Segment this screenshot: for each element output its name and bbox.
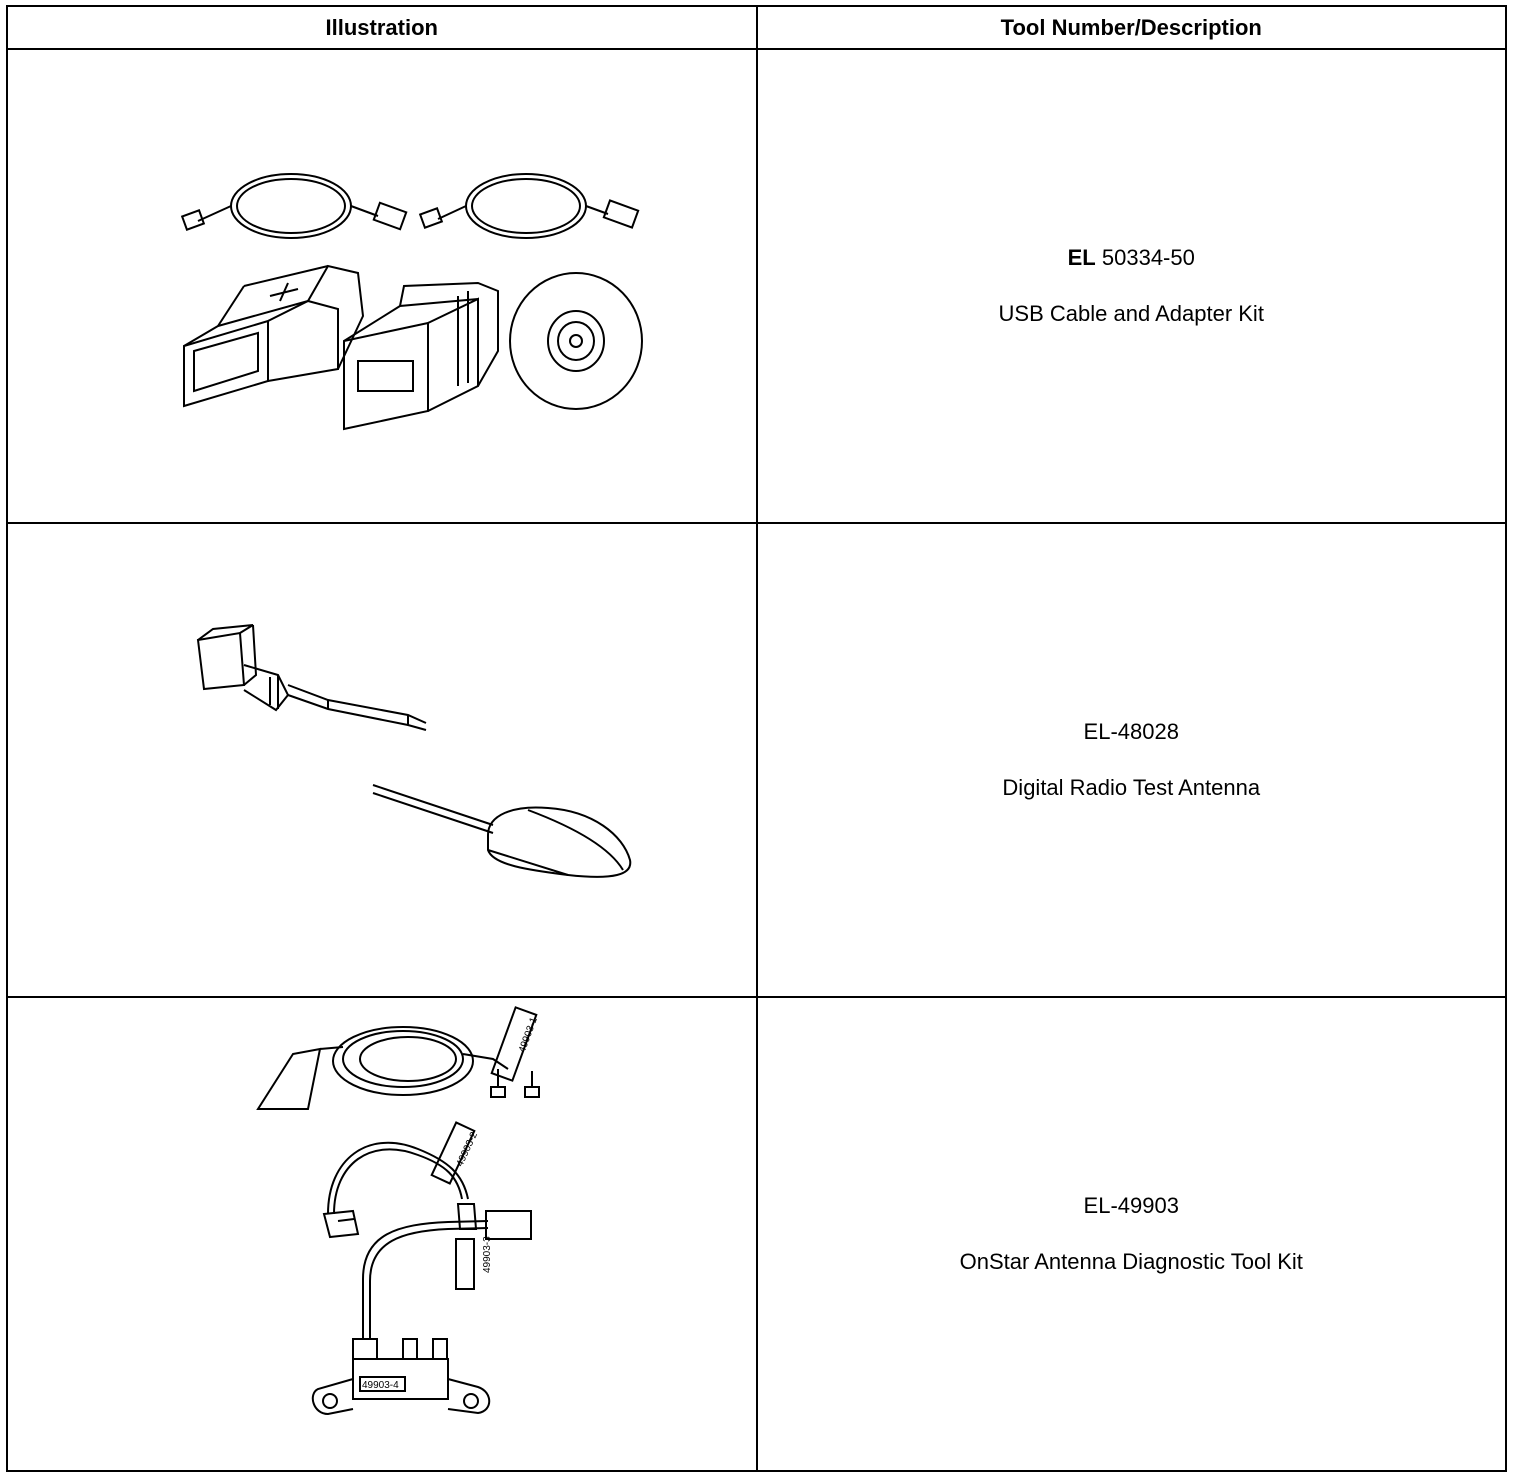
special-tools-table: Illustration Tool Number/Description [6, 5, 1507, 1472]
part-label: 49903-1 [517, 1016, 540, 1055]
table-header-row: Illustration Tool Number/Description [6, 5, 1507, 50]
tool-description: Digital Radio Test Antenna [1002, 775, 1261, 800]
illustration-cell [6, 522, 758, 998]
tool-description-cell: EL-49903 OnStar Antenna Diagnostic Tool … [755, 996, 1507, 1472]
part-label: 49903-4 [362, 1380, 399, 1391]
tool-description: OnStar Antenna Diagnostic Tool Kit [959, 1249, 1303, 1274]
table-row: EL-48028 Digital Radio Test Antenna [6, 522, 1507, 998]
tool-number: EL 50334-50 [1067, 245, 1195, 270]
part-label: 49903-2 [455, 1130, 481, 1168]
usb-cable-adapter-kit-icon [180, 173, 643, 431]
table-row: 49903-1 49903-2 49903-3 49903-4 EL-49903… [6, 996, 1507, 1472]
tool-number: EL-49903 [1083, 1193, 1179, 1218]
header-tool-number-description: Tool Number/Description [755, 5, 1507, 50]
tool-description-cell: EL-48028 Digital Radio Test Antenna [755, 522, 1507, 998]
illustration-cell: 49903-1 49903-2 49903-3 49903-4 [6, 996, 758, 1472]
tool-description: USB Cable and Adapter Kit [998, 301, 1264, 326]
digital-radio-test-antenna-icon [196, 624, 632, 878]
table-row: EL 50334-50 USB Cable and Adapter Kit [6, 48, 1507, 524]
illustration-cell [6, 48, 758, 524]
tool-description-cell: EL 50334-50 USB Cable and Adapter Kit [755, 48, 1507, 524]
part-label: 49903-3 [482, 1236, 493, 1273]
onstar-antenna-diagnostic-kit-icon: 49903-1 49903-2 49903-3 49903-4 [256, 1006, 540, 1416]
tool-number: EL-48028 [1083, 719, 1179, 744]
header-illustration: Illustration [6, 5, 758, 50]
